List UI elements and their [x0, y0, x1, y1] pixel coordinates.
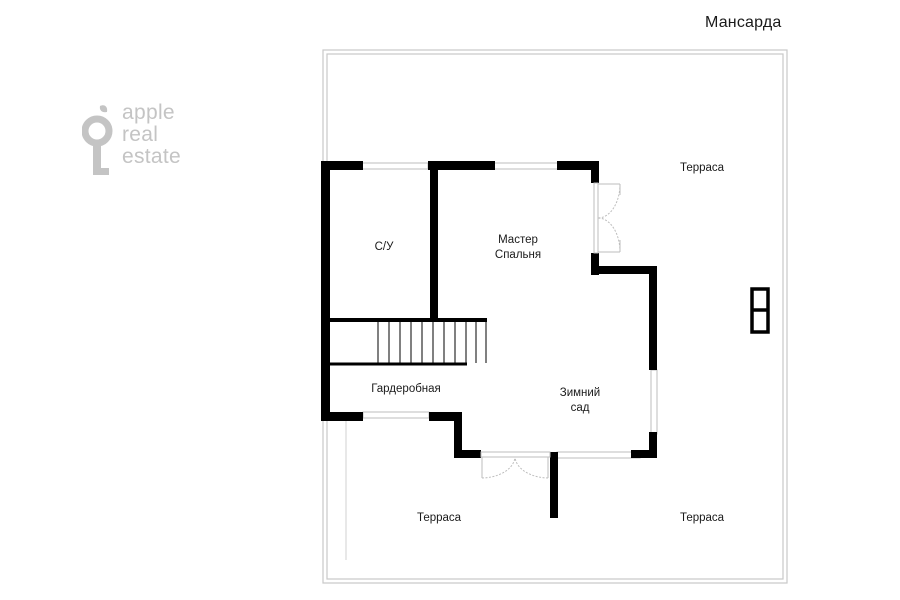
wall-top-3: [557, 161, 599, 170]
key-apple-icon: [81, 105, 113, 175]
window-bedroom: [493, 162, 559, 170]
brand-logo: apple real estate: [81, 101, 212, 180]
staircase: [330, 318, 487, 366]
wall-bottom-jog: [454, 450, 481, 458]
wall-right-mid: [591, 253, 599, 275]
room-label-terrace-bottom-right: Терраса: [679, 512, 725, 524]
skylight: [750, 287, 770, 334]
window-wardrobe: [362, 411, 430, 419]
wall-right-top: [591, 161, 599, 183]
room-label-winter-garden-line1: Зимний: [559, 387, 601, 399]
room-label-winter-garden-line2: сад: [570, 402, 590, 414]
wall-step: [591, 266, 657, 274]
room-label-master-bedroom-line2: Спальня: [494, 249, 542, 261]
wall-east-low: [649, 432, 657, 458]
room-label-terrace-bottom-left: Терраса: [416, 512, 462, 524]
wall-top-1: [321, 161, 363, 170]
wall-bottom-left: [321, 412, 363, 421]
room-label-terrace-right: Терраса: [679, 162, 725, 174]
wall-corner-se: [631, 450, 657, 458]
wall-top-2: [428, 161, 495, 170]
door-south: [480, 451, 551, 479]
window-garden-east: [650, 369, 658, 435]
logo-line-real: real: [122, 123, 159, 146]
wall-east: [649, 266, 657, 370]
window-bathroom: [361, 162, 429, 170]
room-label-master-bedroom-line1: Мастер: [498, 234, 538, 246]
wall-bottom-mid: [429, 412, 462, 421]
walls: [321, 161, 657, 518]
wall-jog: [454, 412, 462, 458]
window-garden-south: [556, 451, 641, 459]
wall-partition: [430, 161, 438, 319]
logo-line-apple: apple: [122, 101, 175, 124]
room-label-wardrobe: Гардеробная: [371, 383, 441, 395]
door-east: [593, 182, 621, 254]
room-label-master-bedroom: Мастер Спальня: [480, 233, 556, 263]
floor-title: Мансарда: [705, 14, 782, 31]
wall-stub: [550, 452, 558, 518]
windows: [361, 162, 658, 459]
room-label-winter-garden: Зимний сад: [548, 386, 612, 416]
room-label-bathroom: С/У: [374, 241, 394, 253]
wall-left: [321, 161, 330, 421]
logo-line-estate: estate: [122, 145, 182, 168]
